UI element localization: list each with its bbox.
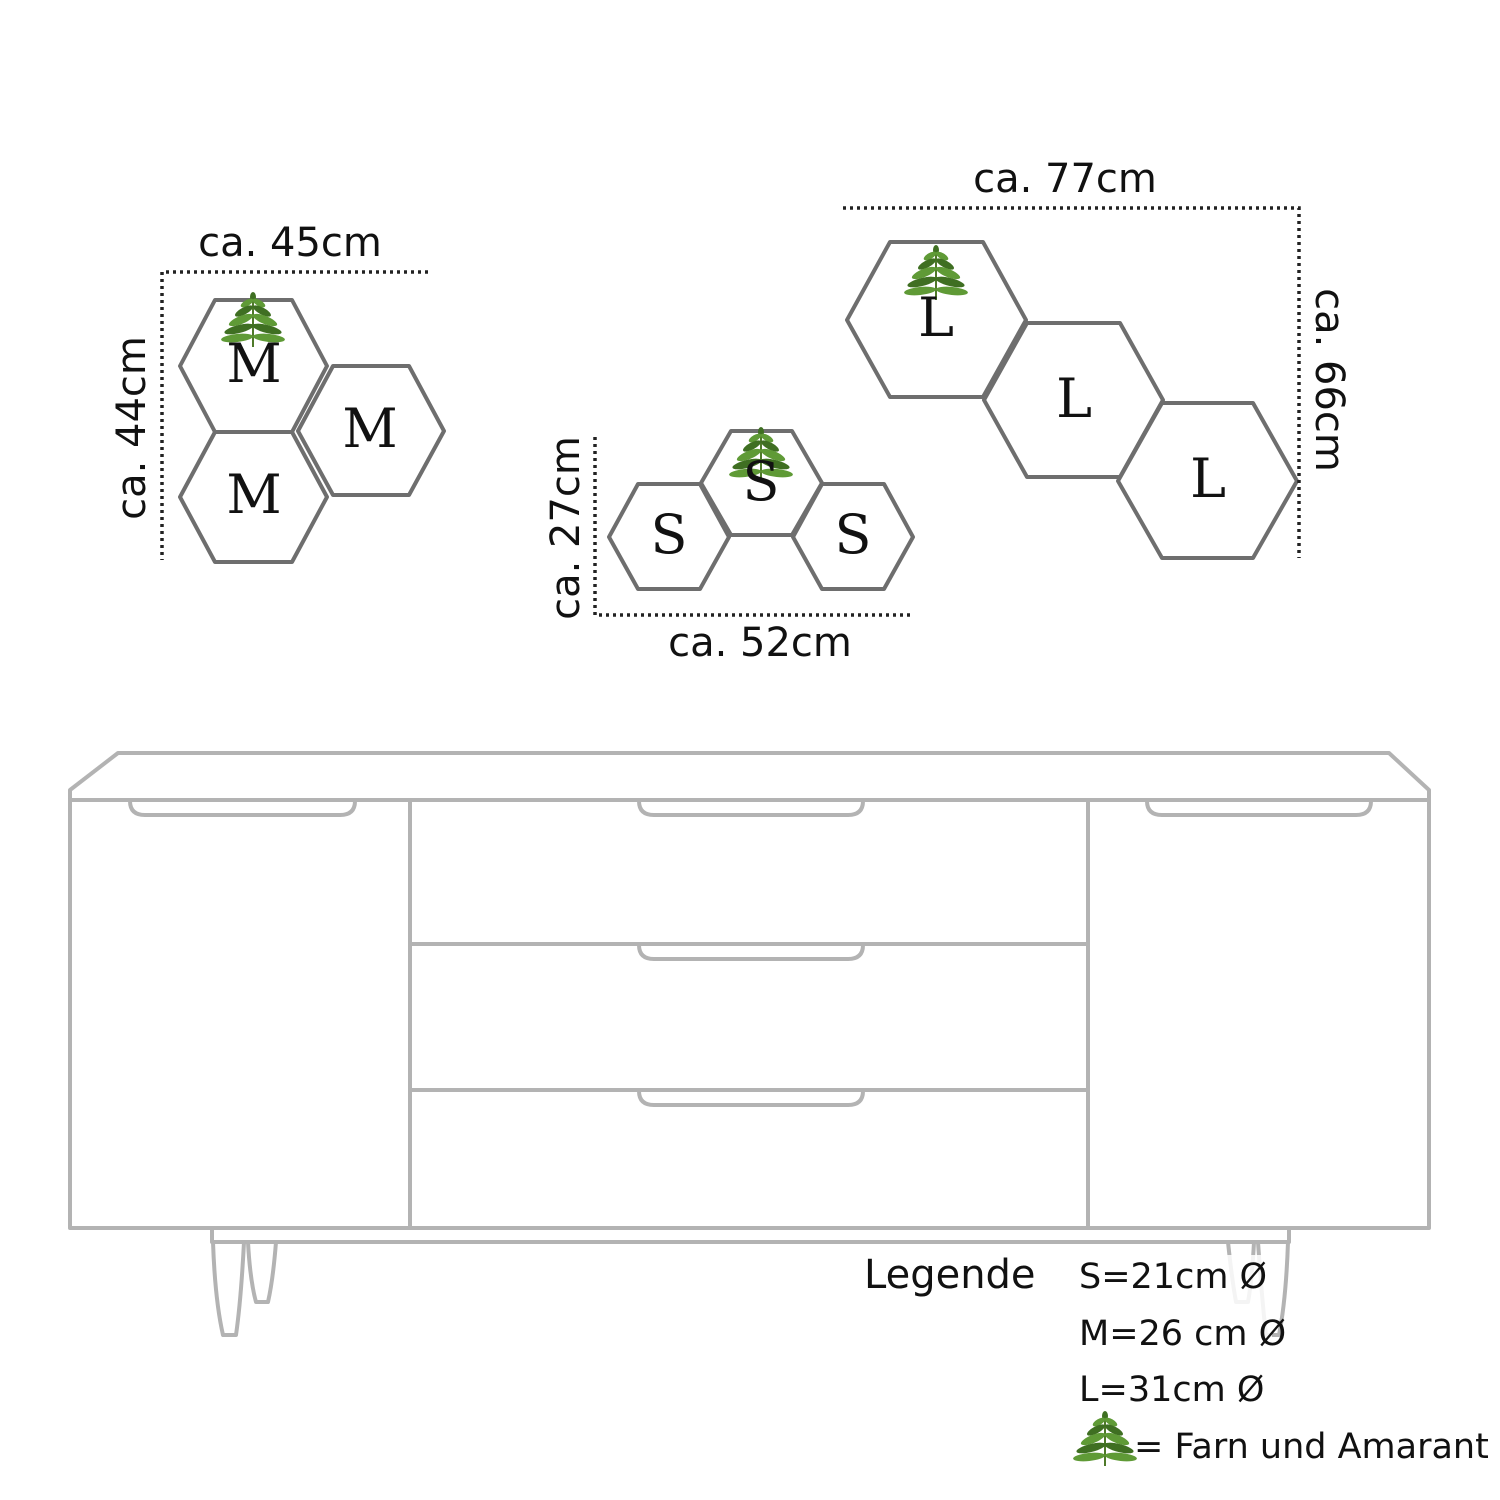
hex-label: S (743, 450, 780, 513)
hex-label: M (226, 463, 281, 526)
left-door-handle (128, 800, 357, 817)
dimension-lines (593, 437, 910, 617)
hexagon-l-top: L (845, 240, 1028, 399)
hex-label: L (918, 286, 954, 349)
hexagon-l-middle: L (982, 321, 1165, 479)
drawer-handle (637, 800, 865, 817)
legend-title: Legende (864, 1252, 1036, 1298)
hex-label: S (835, 503, 872, 566)
legend-item-large: L=31cm Ø (1079, 1370, 1264, 1410)
hex-group-small: S S S ca. 27cm ca. 52cm (543, 426, 915, 666)
hex-label: S (651, 503, 688, 566)
drawer-handle (637, 1090, 865, 1107)
width-label: ca. 52cm (668, 620, 852, 666)
sideboard-leg-left-back (246, 1241, 278, 1304)
width-label: ca. 45cm (198, 220, 382, 266)
sideboard-plinth (210, 1228, 1291, 1244)
legend-item-small: S=21cm Ø (1079, 1257, 1267, 1297)
hexagon-s-left: S (607, 482, 731, 591)
sideboard-outline (68, 751, 1431, 1337)
hex-label: M (342, 397, 397, 460)
height-label: ca. 27cm (543, 436, 589, 620)
sideboard-body (68, 798, 1431, 1230)
drawer-handle (637, 944, 865, 961)
hexagon-l-bottom: L (1116, 401, 1299, 560)
sideboard-leg-left-front (211, 1241, 246, 1337)
height-label: ca. 44cm (109, 336, 155, 520)
hex-label: M (226, 332, 281, 395)
legend: Legende S=21cm Ø M=26 cm Ø L=31cm Ø = Fa… (864, 1252, 1489, 1467)
right-door-handle (1145, 800, 1373, 817)
dimension-lines (843, 206, 1301, 558)
hex-group-medium: M M M ca. 45cm ca. 44cm (109, 220, 446, 564)
hex-label: L (1056, 367, 1092, 430)
hexagon-m-right: M (296, 364, 446, 497)
width-label: ca. 77cm (973, 156, 1157, 202)
hexagon-s-right: S (791, 482, 915, 591)
hexagon-m-bottom: M (178, 430, 329, 564)
hexagon-m-top: M (178, 291, 329, 434)
hex-label: L (1190, 447, 1226, 510)
dimension-lines (160, 270, 428, 560)
hex-group-large: L L L ca. 77cm ca. 66cm (843, 156, 1352, 560)
height-label: ca. 66cm (1306, 288, 1352, 472)
sideboard-top (68, 751, 1431, 802)
legend-item-fern: = Farn und Amarant (1134, 1427, 1489, 1467)
legend-item-medium: M=26 cm Ø (1079, 1314, 1286, 1354)
